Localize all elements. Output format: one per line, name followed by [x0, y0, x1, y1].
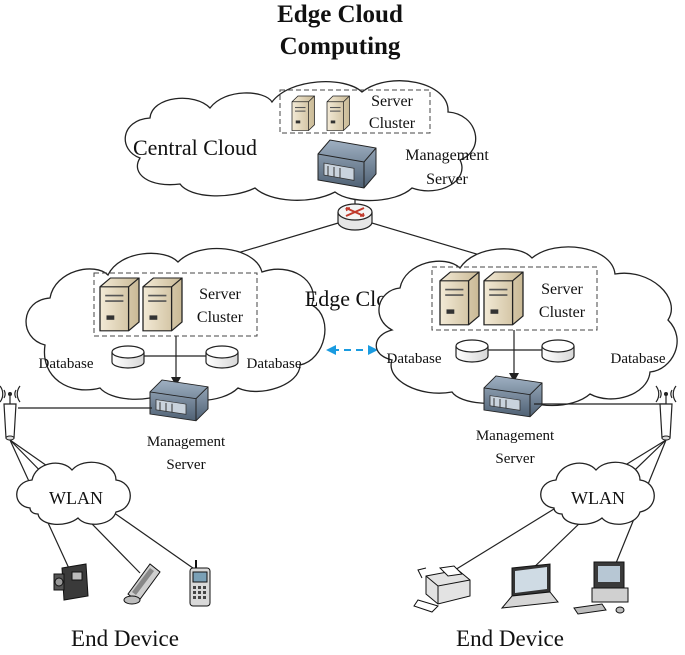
left-database-label-left: Database [39, 356, 94, 372]
central-mgmt-label-line2: Server [426, 171, 468, 188]
central-cloud-label: Central Cloud [133, 135, 257, 160]
left-antenna-icon [0, 385, 21, 441]
right-server-cluster-label-line1: Server [541, 281, 583, 298]
left-database-label-right: Database [247, 356, 302, 372]
video-camera-icon [53, 563, 89, 601]
left-database-icon [205, 345, 239, 369]
central-server-icon [326, 95, 351, 132]
cell-phone-icon [189, 560, 211, 607]
left-end-device-label: End Device [71, 626, 179, 651]
left-mgmt-label-line1: Management [147, 434, 226, 450]
right-mgmt-label-line2: Server [495, 451, 534, 467]
left-mgmt-label-line2: Server [166, 457, 205, 473]
left-server-cluster-label-line1: Server [199, 286, 241, 303]
right-database-label-right: Database [611, 351, 666, 367]
central-management-server-icon [317, 139, 377, 189]
central-cloud [124, 80, 477, 202]
left-server-cluster-label-line2: Cluster [197, 309, 244, 326]
fax-printer-icon [413, 565, 471, 613]
right-server-icon [483, 271, 524, 326]
right-wlan-cloud [540, 461, 655, 525]
right-server-icon [439, 271, 480, 326]
right-database-icon [541, 339, 575, 363]
left-server-icon [142, 277, 183, 332]
left-server-icon [99, 277, 140, 332]
central-server-cluster-box [279, 89, 431, 134]
right-management-server-icon [483, 375, 543, 418]
central-server-cluster-label-line2: Cluster [369, 115, 416, 132]
left-database-icon [111, 345, 145, 369]
central-server-cluster-label-line1: Server [371, 93, 413, 110]
diagram-title-line1: Edge Cloud [277, 1, 403, 28]
right-antenna-icon [655, 385, 677, 441]
left-wlan-label: WLAN [49, 488, 103, 508]
left-wlan-cloud [16, 461, 131, 525]
central-server-icon [291, 95, 316, 132]
left-management-server-icon [149, 379, 209, 422]
router-icon [337, 203, 373, 231]
bidirectional-arrow-icon [326, 345, 378, 355]
central-mgmt-label-line1: Management [405, 147, 489, 164]
right-mgmt-label-line1: Management [476, 428, 555, 444]
desktop-computer-icon [573, 561, 629, 615]
right-end-device-label: End Device [456, 626, 564, 651]
right-server-cluster-label-line2: Cluster [539, 304, 586, 321]
diagram-title-line2: Computing [280, 33, 401, 60]
right-server-cluster-box [431, 266, 598, 331]
laptop-icon [500, 563, 559, 609]
right-database-icon [455, 339, 489, 363]
mobile-phone-icon [123, 563, 161, 605]
right-wlan-label: WLAN [571, 488, 625, 508]
right-database-label-left: Database [387, 351, 442, 367]
